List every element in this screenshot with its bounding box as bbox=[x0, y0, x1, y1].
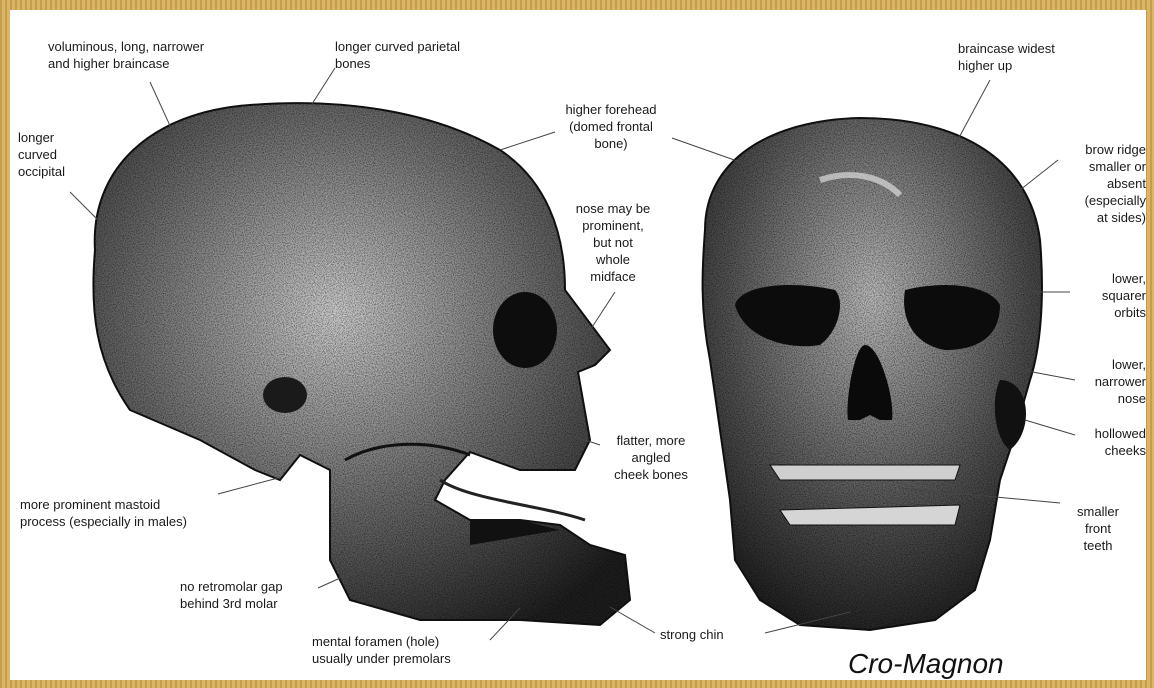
label-parietal: longer curved parietal bones bbox=[335, 38, 460, 72]
label-chin: strong chin bbox=[660, 626, 724, 643]
label-hollowed-cheeks: hollowed cheeks bbox=[1050, 425, 1146, 459]
label-retromolar: no retromolar gap behind 3rd molar bbox=[180, 578, 283, 612]
label-front-teeth: smaller front teeth bbox=[1058, 503, 1138, 554]
frontal-skull bbox=[703, 118, 1042, 630]
label-orbits: lower, squarer orbits bbox=[1050, 270, 1146, 321]
label-brow-ridge: brow ridge smaller or absent (especially… bbox=[1040, 141, 1146, 226]
label-foramen: mental foramen (hole) usually under prem… bbox=[312, 633, 451, 667]
label-occipital: longer curved occipital bbox=[18, 129, 65, 180]
label-braincase: voluminous, long, narrower and higher br… bbox=[48, 38, 204, 72]
label-nose-narrow: lower, narrower nose bbox=[1050, 356, 1146, 407]
label-braincase-widest: braincase widest higher up bbox=[958, 40, 1055, 74]
lateral-skull bbox=[93, 103, 630, 625]
label-forehead: higher forehead (domed frontal bone) bbox=[556, 101, 666, 152]
label-nose-prominent: nose may be prominent, but not whole mid… bbox=[563, 200, 663, 285]
label-mastoid: more prominent mastoid process (especial… bbox=[20, 496, 187, 530]
figure-title: Cro-Magnon bbox=[848, 648, 1004, 680]
label-cheek-bones: flatter, more angled cheek bones bbox=[596, 432, 706, 483]
